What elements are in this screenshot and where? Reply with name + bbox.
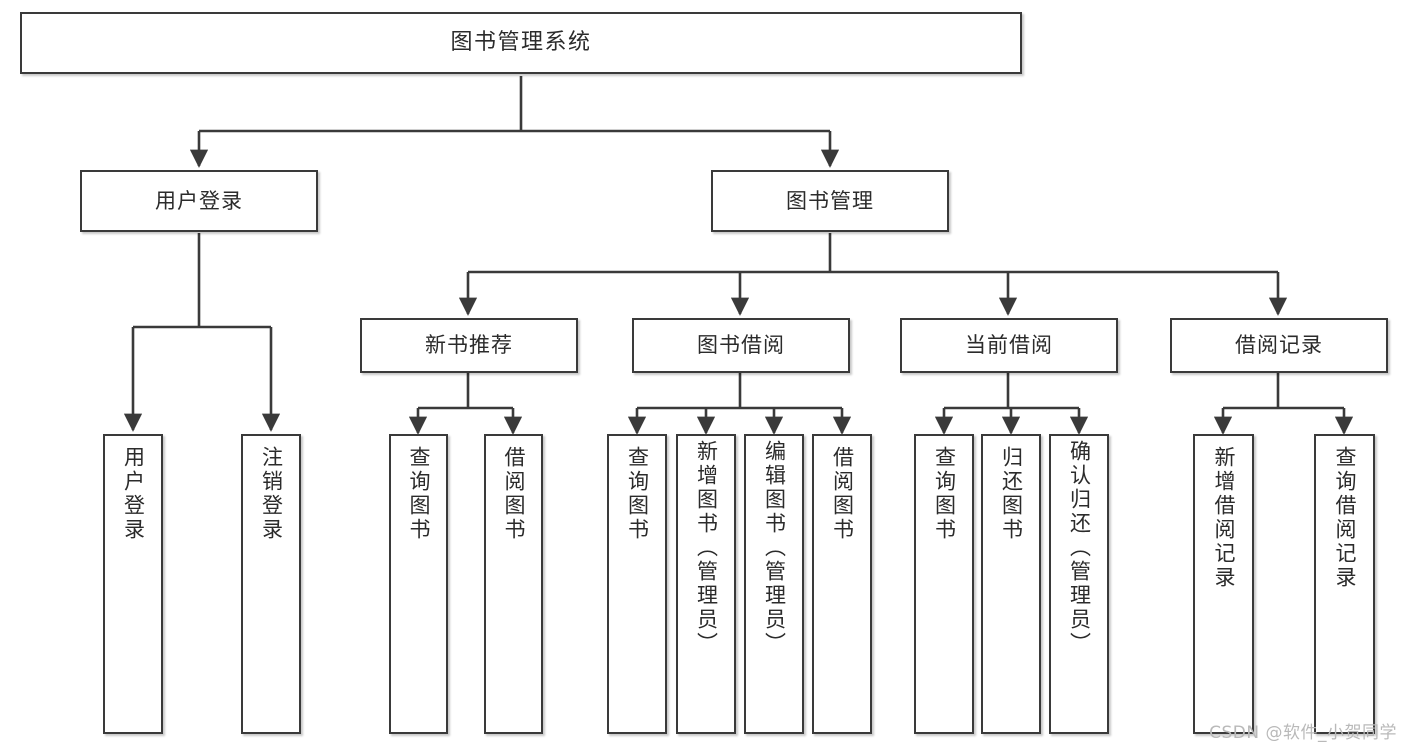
node-leaf-edit-book-label: 编辑图书（管理员） [762, 440, 787, 656]
node-leaf-confirm-return[interactable]: 确认归还（管理员） [1049, 434, 1109, 734]
node-borrow-record[interactable]: 借阅记录 [1170, 318, 1388, 373]
node-leaf-query-book-3[interactable]: 查询图书 [914, 434, 974, 734]
node-leaf-query-book-2[interactable]: 查询图书 [607, 434, 667, 734]
node-leaf-borrow-book-2-label: 借阅图书 [830, 446, 855, 542]
node-leaf-logout[interactable]: 注销登录 [241, 434, 301, 734]
node-borrow-record-label: 借阅记录 [1235, 333, 1323, 358]
node-root-label: 图书管理系统 [450, 30, 592, 56]
node-leaf-user-login[interactable]: 用户登录 [103, 434, 163, 734]
node-leaf-return-book[interactable]: 归还图书 [981, 434, 1041, 734]
node-book-borrow[interactable]: 图书借阅 [632, 318, 850, 373]
node-leaf-user-login-label: 用户登录 [121, 446, 146, 542]
node-leaf-query-record[interactable]: 查询借阅记录 [1314, 434, 1375, 734]
node-leaf-add-book[interactable]: 新增图书（管理员） [676, 434, 736, 734]
node-leaf-add-record[interactable]: 新增借阅记录 [1193, 434, 1254, 734]
node-book-manage-label: 图书管理 [786, 188, 874, 213]
node-user-login[interactable]: 用户登录 [80, 170, 318, 232]
node-leaf-add-record-label: 新增借阅记录 [1212, 446, 1236, 590]
node-new-book-rec[interactable]: 新书推荐 [360, 318, 578, 373]
csdn-watermark: CSDN @软件_小贺同学 [1209, 723, 1397, 743]
node-leaf-borrow-book-1-label: 借阅图书 [502, 446, 526, 542]
node-new-book-rec-label: 新书推荐 [425, 333, 513, 358]
node-leaf-return-book-label: 归还图书 [999, 446, 1024, 542]
node-current-borrow-label: 当前借阅 [965, 333, 1053, 358]
node-leaf-borrow-book-2[interactable]: 借阅图书 [812, 434, 872, 734]
node-leaf-query-book-1[interactable]: 查询图书 [389, 434, 448, 734]
node-leaf-query-book-2-label: 查询图书 [625, 446, 650, 542]
node-leaf-query-book-3-label: 查询图书 [932, 446, 957, 542]
node-leaf-borrow-book-1[interactable]: 借阅图书 [484, 434, 543, 734]
node-leaf-add-book-label: 新增图书（管理员） [694, 440, 719, 656]
node-user-login-label: 用户登录 [155, 188, 243, 213]
node-current-borrow[interactable]: 当前借阅 [900, 318, 1118, 373]
node-book-manage[interactable]: 图书管理 [711, 170, 949, 232]
node-leaf-query-book-1-label: 查询图书 [407, 446, 431, 542]
node-book-borrow-label: 图书借阅 [697, 333, 785, 358]
node-leaf-confirm-return-label: 确认归还（管理员） [1067, 440, 1092, 656]
node-leaf-query-record-label: 查询借阅记录 [1333, 446, 1357, 590]
node-leaf-edit-book[interactable]: 编辑图书（管理员） [744, 434, 804, 734]
node-root[interactable]: 图书管理系统 [20, 12, 1022, 74]
node-leaf-logout-label: 注销登录 [259, 446, 284, 542]
